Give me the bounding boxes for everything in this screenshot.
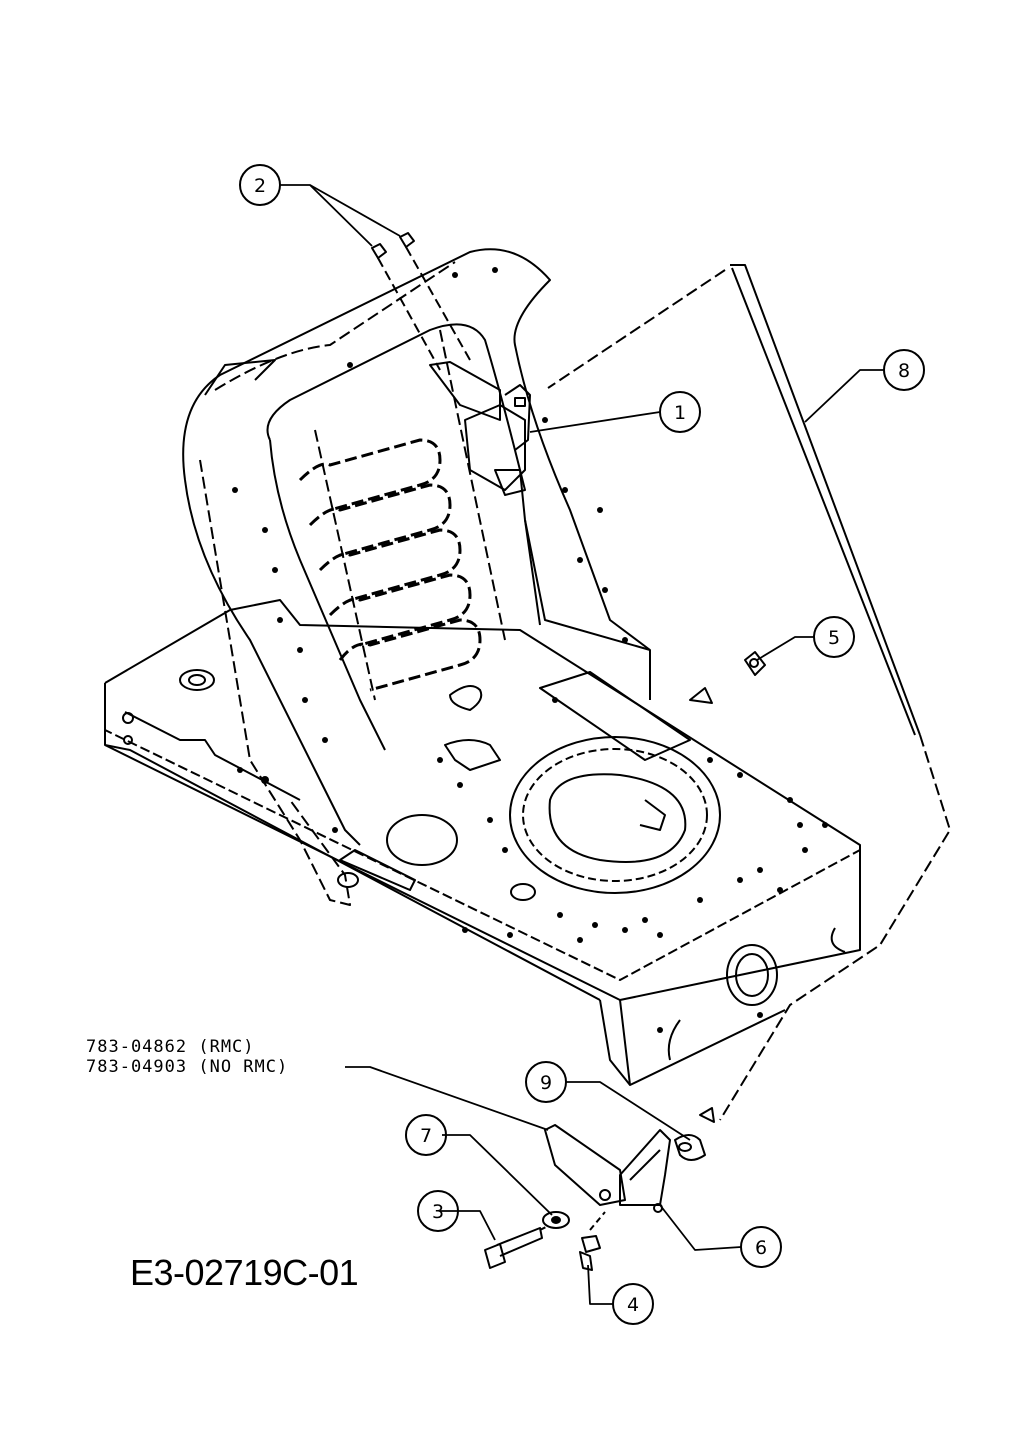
hardware-bolts bbox=[371, 232, 766, 704]
part-number-rmc: 783-04862 (RMC) bbox=[86, 1037, 255, 1057]
callout-6: 6 bbox=[755, 1237, 767, 1259]
callout-7: 7 bbox=[420, 1125, 432, 1147]
callout-2: 2 bbox=[254, 175, 266, 197]
callout-5: 5 bbox=[828, 627, 840, 649]
callout-8: 8 bbox=[898, 360, 910, 382]
callout-3: 3 bbox=[432, 1201, 444, 1223]
part-number-no-rmc: 783-04903 (NO RMC) bbox=[86, 1057, 289, 1077]
frame-assembly bbox=[104, 599, 861, 1086]
seat-pan bbox=[182, 248, 651, 906]
seat-switch-bracket bbox=[429, 361, 531, 496]
callout-1: 1 bbox=[674, 402, 686, 424]
callout-4: 4 bbox=[627, 1294, 639, 1316]
leader-lines bbox=[280, 184, 884, 1305]
callout-9: 9 bbox=[540, 1072, 552, 1094]
drawing-code: E3-02719C-01 bbox=[130, 1252, 359, 1293]
rear-panel bbox=[547, 264, 951, 1121]
callout-markers bbox=[239, 164, 925, 1325]
